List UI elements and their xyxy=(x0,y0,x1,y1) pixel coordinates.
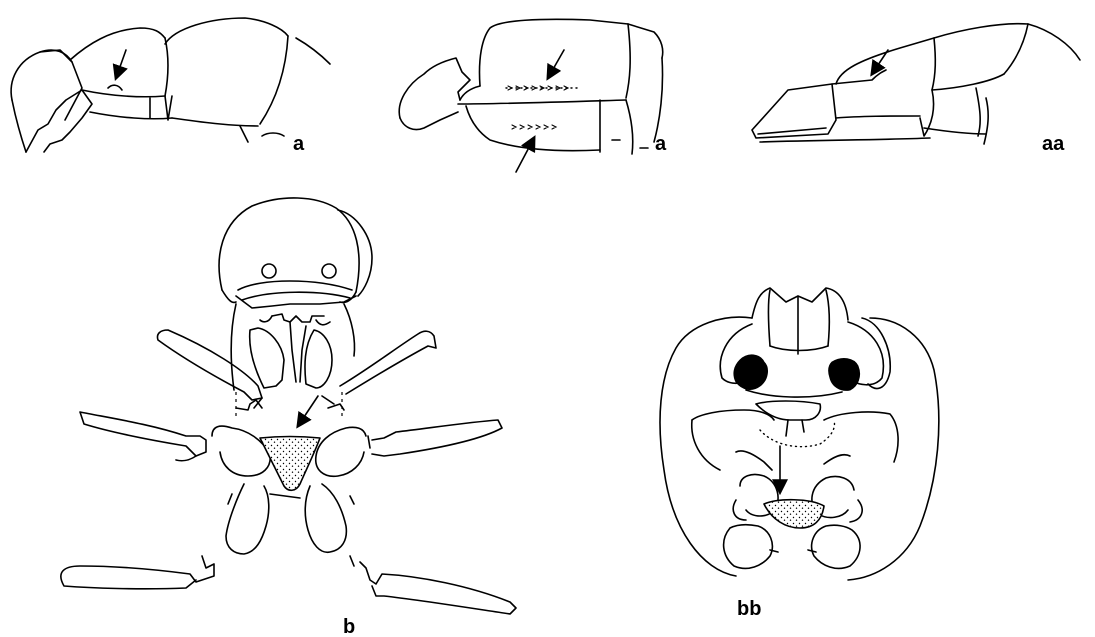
panel-bb-drawing xyxy=(660,288,939,580)
panel-aa-drawing xyxy=(752,24,1080,144)
panel-label-bb: bb xyxy=(737,598,761,620)
panel-a2-drawing xyxy=(399,19,662,172)
panel-label-b: b xyxy=(343,616,355,637)
panel-label-aa: aa xyxy=(1042,133,1065,155)
panel-label-a-first: a xyxy=(293,133,305,155)
panel-label-a-second: a xyxy=(655,133,667,155)
panel-b-drawing xyxy=(61,198,516,614)
panel-a1-drawing xyxy=(11,18,330,152)
